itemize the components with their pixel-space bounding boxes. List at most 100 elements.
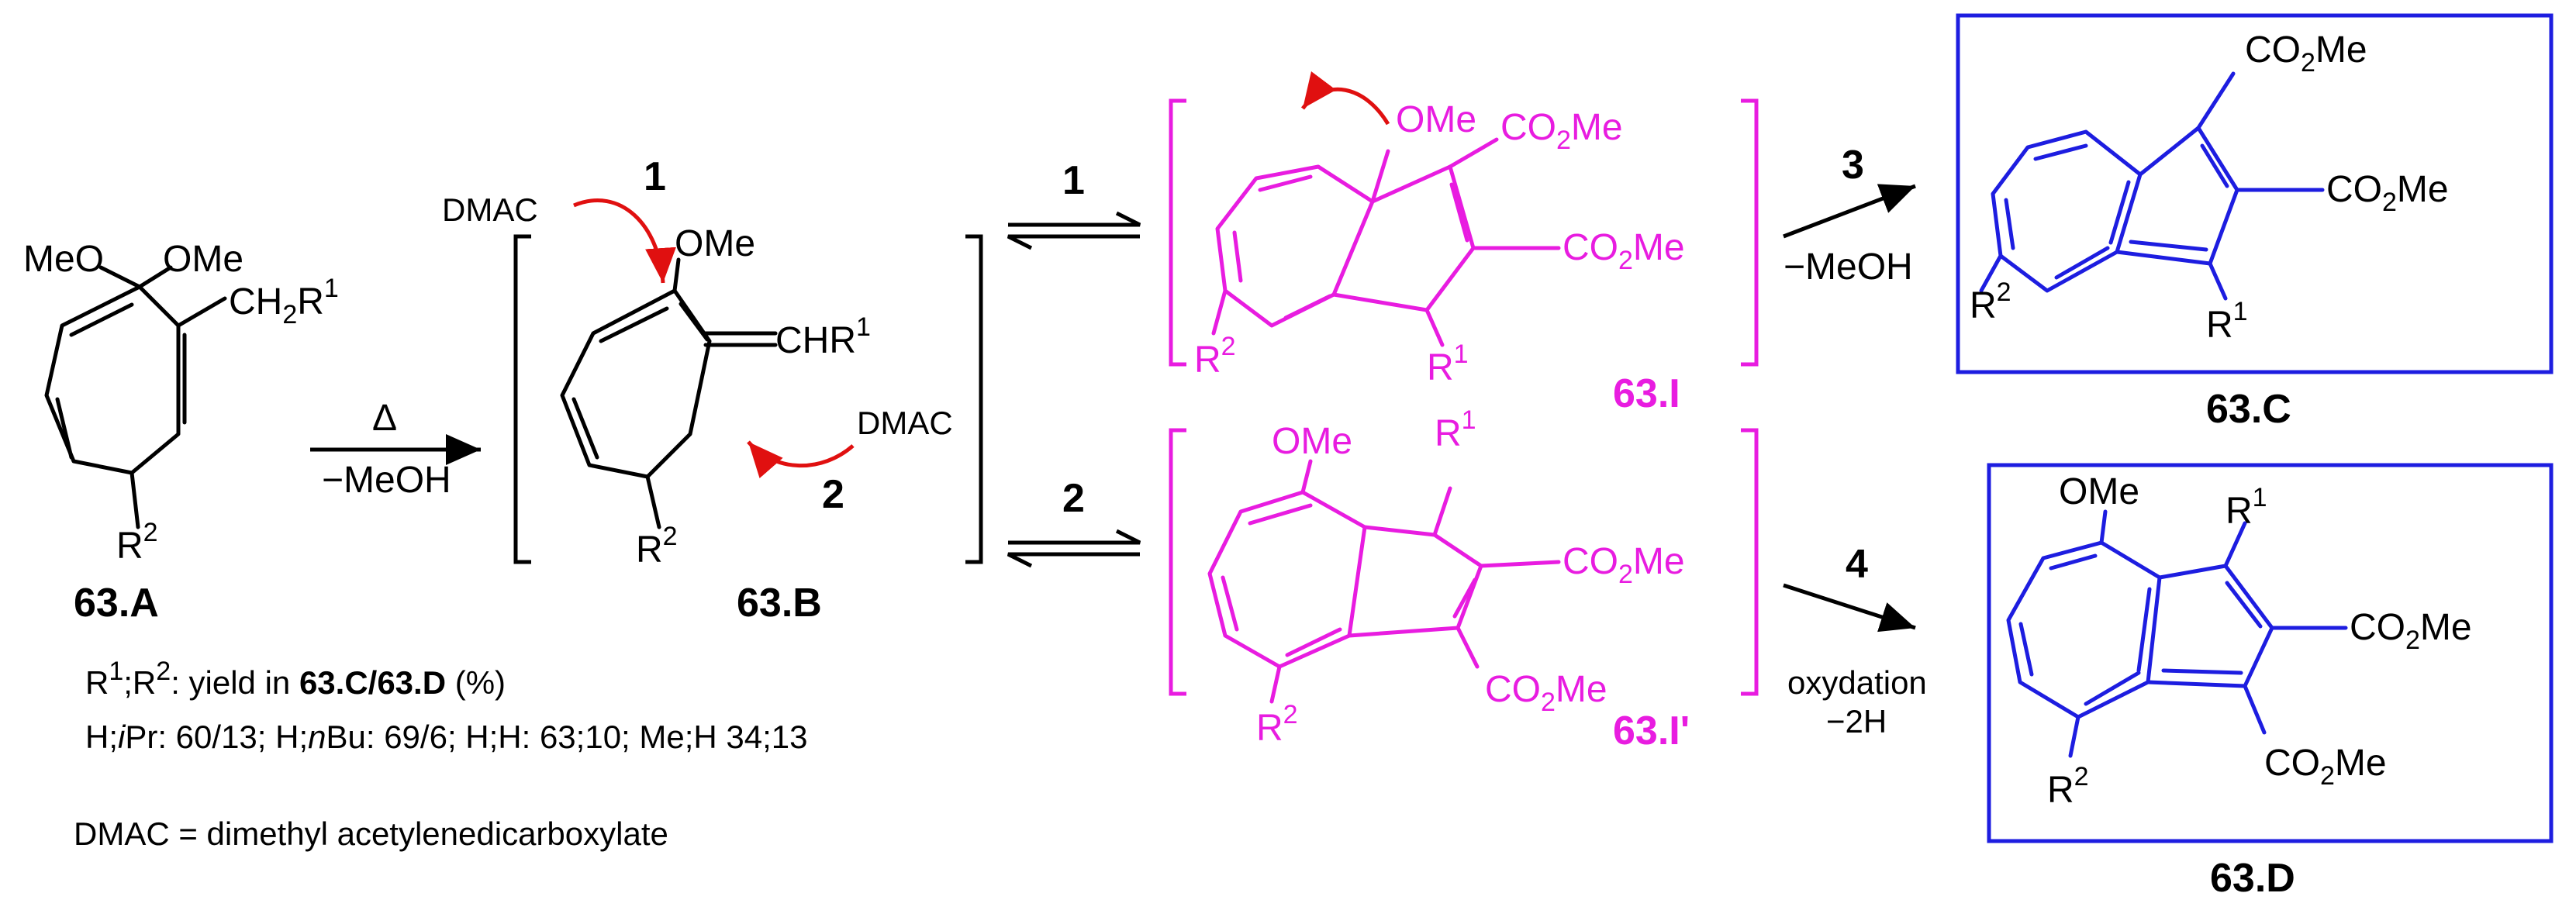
compound-63D: OMe R1 CO2Me CO2Me R2 63.D	[1987, 463, 2554, 901]
ring-63B	[560, 257, 778, 529]
compound-63I: OMe CO2Me CO2Me R2 R1 63.I	[1169, 71, 1759, 416]
label-minus-meoh-1: −MeOH	[322, 460, 451, 501]
box-63C	[1956, 13, 2554, 374]
group-r1-63C: R	[2206, 305, 2233, 346]
group-ome-63I: OMe	[1396, 99, 1476, 140]
svg-text:CO2Me: CO2Me	[1500, 107, 1623, 155]
group-co2me-bottom-63I: CO	[1563, 227, 1618, 268]
ring-63I-prime	[1207, 459, 1561, 704]
step-label-3: 3	[1842, 143, 1864, 188]
svg-text:R1: R1	[2206, 297, 2248, 346]
group-ome-63Ip: OMe	[1272, 421, 1352, 462]
compound-63I-prime: OMe R1 CO2Me CO2Me R2 63.I'	[1169, 405, 1759, 753]
group-r1-63Ip: R	[1435, 413, 1462, 454]
group-r1-63I: R	[1427, 347, 1454, 388]
label-63C: 63.C	[2206, 387, 2291, 432]
legend-dmac-definition: DMAC = dimethyl acetylenedicarboxylate	[74, 815, 668, 852]
bracket-63I-prime	[1169, 428, 1759, 696]
bracket-63I	[1169, 98, 1759, 367]
label-minus-2h: −2H	[1826, 703, 1887, 740]
box-63D	[1987, 463, 2554, 843]
svg-text:OMe: OMe	[1396, 99, 1476, 140]
svg-text:CO2Me: CO2Me	[2326, 169, 2449, 217]
group-co2me-top-63C: CO	[2245, 29, 2301, 71]
curly-arrow-1	[573, 198, 676, 284]
svg-text:R1: R1	[2226, 483, 2267, 532]
group-co2me-bottom-63C: CO	[2326, 169, 2382, 210]
svg-text:CO2Me: CO2Me	[1485, 669, 1607, 717]
curly-arrow-3	[1301, 71, 1390, 126]
equilibrium-label-2: 2	[1062, 476, 1085, 521]
equilibrium-label-1: 1	[1062, 158, 1085, 203]
reagent-dmac-1: DMAC	[442, 191, 538, 228]
svg-text:R2: R2	[2047, 762, 2089, 811]
svg-text:CH2R1: CH2R1	[229, 274, 339, 329]
svg-text:CO2Me: CO2Me	[2245, 29, 2367, 78]
equilibrium-2	[1007, 529, 1141, 568]
yield-legend: R1;R2: yield in 63.C/63.D (%) H;iPr: 60/…	[74, 657, 808, 852]
path-label-2: 2	[822, 472, 844, 517]
label-63B: 63.B	[737, 581, 822, 626]
compound-63A: MeO OMe CH2R1 R2 63.A	[23, 239, 339, 626]
compound-63B: OMe CHR1 R2 DMAC DMAC 1 2 63.B	[442, 154, 983, 626]
svg-text:CO2Me: CO2Me	[1563, 227, 1685, 275]
group-ch2: CH	[229, 281, 282, 322]
legend-yields: H;iPr: 60/13; H;nBu: 69/6; H;H: 63;10; M…	[85, 719, 808, 755]
svg-text:R1: R1	[1427, 340, 1469, 388]
svg-text:OMe: OMe	[163, 239, 243, 280]
arrow-heat: Δ −MeOH	[310, 398, 481, 501]
svg-text:CO2Me: CO2Me	[1563, 541, 1685, 589]
curly-arrow-2	[747, 440, 855, 479]
group-co2me-bottom-63D: CO	[2264, 743, 2320, 784]
svg-text:R2: R2	[116, 518, 158, 567]
group-co2me-top-63I: CO	[1500, 107, 1556, 148]
group-r2-63I: R	[1194, 340, 1221, 381]
svg-text:R2: R2	[1194, 332, 1236, 381]
group-r2: R	[116, 526, 143, 567]
group-r2-63C: R	[1970, 285, 1997, 326]
arrow-step-3: 3 −MeOH	[1783, 143, 1916, 288]
group-r2-63B: R	[636, 529, 663, 571]
svg-text:R2: R2	[1970, 278, 2011, 326]
svg-text:R2: R2	[1256, 700, 1298, 749]
group-co2me-right-63D: CO	[2350, 607, 2405, 648]
equilibrium-1	[1007, 211, 1141, 250]
group-ome: OMe	[163, 239, 243, 280]
reagent-dmac-2: DMAC	[857, 405, 953, 441]
svg-text:CO2Me: CO2Me	[2350, 607, 2472, 655]
group-meo: MeO	[23, 239, 104, 280]
label-63I-prime: 63.I'	[1613, 709, 1690, 753]
compound-63C: CO2Me CO2Me R2 R1 63.C	[1956, 13, 2554, 432]
group-ome-63B: OMe	[675, 223, 755, 264]
ring-63A	[44, 265, 227, 529]
svg-text:OMe: OMe	[1272, 421, 1352, 462]
group-r2-63D: R	[2047, 770, 2074, 811]
svg-text:OMe: OMe	[675, 223, 755, 264]
group-r2-63Ip: R	[1256, 708, 1283, 749]
label-63D: 63.D	[2210, 856, 2295, 901]
label-heat: Δ	[372, 398, 397, 439]
group-chr: CHR	[775, 320, 856, 361]
group-ome-63D: OMe	[2059, 471, 2139, 512]
group-co2me-right-63Ip: CO	[1563, 541, 1618, 582]
ring-63I	[1211, 137, 1561, 347]
svg-text:CHR1: CHR1	[775, 312, 871, 361]
step-label-4: 4	[1846, 542, 1868, 587]
group-co2me-bottom-63Ip: CO	[1485, 669, 1541, 710]
ring-63C	[1979, 71, 2325, 301]
label-oxidation: oxydation	[1787, 664, 1927, 701]
label-minus-meoh-2: −MeOH	[1784, 247, 1913, 288]
bracket-63B	[513, 234, 983, 564]
label-63A: 63.A	[74, 581, 159, 626]
svg-text:CO2Me: CO2Me	[2264, 743, 2387, 791]
group-r1-63D: R	[2226, 491, 2253, 532]
legend-header: R1;R2: yield in 63.C/63.D (%)	[85, 657, 506, 701]
svg-text:R2: R2	[636, 522, 678, 571]
ring-63D	[2006, 509, 2348, 758]
arrow-step-4: 4 oxydation −2H	[1783, 542, 1927, 740]
svg-text:R1: R1	[1435, 405, 1476, 454]
label-63I: 63.I	[1613, 371, 1680, 416]
svg-text:MeO: MeO	[23, 239, 104, 280]
svg-text:OMe: OMe	[2059, 471, 2139, 512]
